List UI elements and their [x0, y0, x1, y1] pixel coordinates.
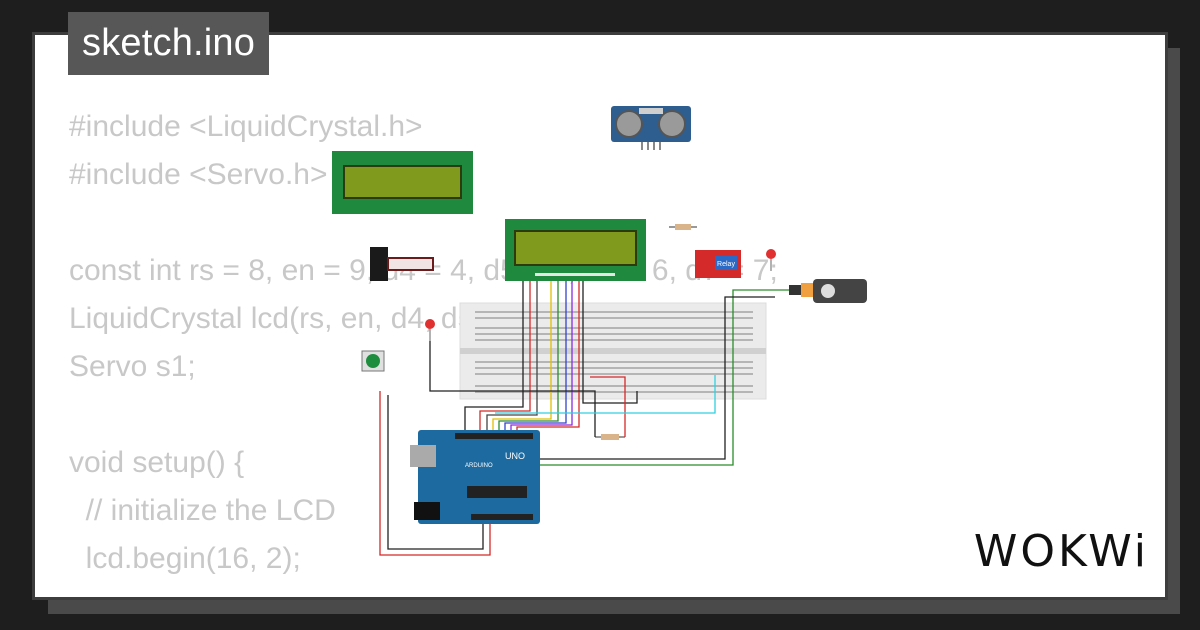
led-red-1[interactable]: [766, 249, 776, 271]
arduino-uno[interactable]: UNO ARDUINO: [410, 430, 540, 524]
wokwi-logo: WOKWi: [973, 526, 1149, 577]
code-line: // initialize the LCD: [69, 494, 336, 527]
code-line: #include <Servo.h>: [69, 158, 328, 191]
code-line: void setup() {: [69, 446, 245, 479]
arduino-brand-label: ARDUINO: [465, 463, 493, 469]
code-line: lcd.begin(16, 2);: [69, 542, 301, 575]
led-red-2[interactable]: [425, 319, 435, 341]
relay-module[interactable]: Relay: [695, 250, 741, 278]
servo-motor[interactable]: [789, 279, 867, 303]
push-button[interactable]: [361, 350, 385, 372]
potentiometer[interactable]: [370, 247, 434, 281]
wires: [379, 281, 789, 556]
resistor-1: [669, 224, 697, 230]
breadboard: [459, 302, 767, 400]
code-line: Servo s1;: [69, 350, 196, 383]
arduino-uno-label: UNO: [505, 451, 525, 461]
preview-card: #include <LiquidCrystal.h> #include <Serv…: [32, 32, 1168, 600]
lcd-display-1[interactable]: [332, 151, 473, 214]
sketch-filename-tab: sketch.ino: [68, 12, 270, 75]
lcd-display-2[interactable]: [505, 219, 646, 281]
resistor-2: [595, 434, 625, 440]
ultrasonic-sensor[interactable]: [611, 106, 691, 150]
relay-label: Relay: [717, 261, 735, 268]
code-line: #include <LiquidCrystal.h>: [69, 110, 423, 143]
circuit-diagram: Relay UN: [332, 106, 867, 556]
